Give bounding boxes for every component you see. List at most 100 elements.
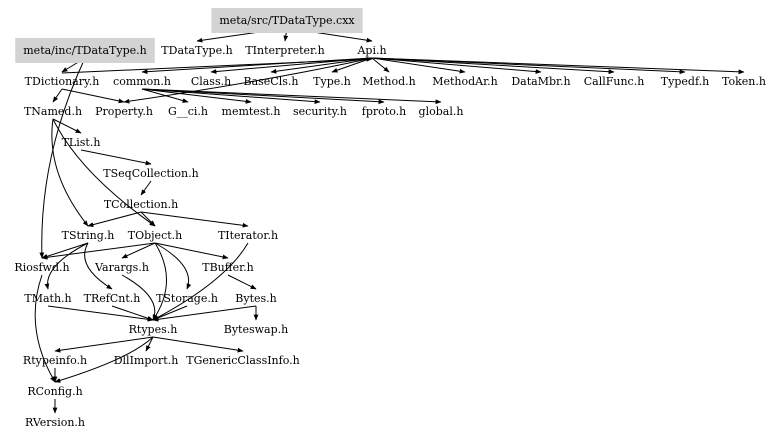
- node-gci[interactable]: G__ci.h: [168, 105, 208, 118]
- node-cxx[interactable]: meta/src/TDataType.cxx: [211, 8, 363, 33]
- node-dllimport[interactable]: DllImport.h: [114, 354, 179, 367]
- node-label: TList.h: [62, 136, 101, 149]
- node-trefcnt[interactable]: TRefCnt.h: [84, 292, 141, 305]
- node-label: security.h: [293, 105, 347, 118]
- edge-titer-rtypes: [152, 242, 249, 321]
- node-rversion[interactable]: RVersion.h: [25, 416, 85, 429]
- node-label: G__ci.h: [168, 105, 208, 118]
- edge-trefcnt-rtypes: [111, 305, 154, 321]
- node-tstorage[interactable]: TStorage.h: [156, 292, 218, 305]
- edge-tbuffer-bytes: [227, 274, 257, 290]
- edge-common-memtest: [141, 88, 252, 104]
- edge-api-methodar: [371, 57, 466, 74]
- node-label: Api.h: [356, 44, 386, 57]
- node-label: Riosfwd.h: [14, 261, 69, 274]
- edge-tcoll-tobject: [140, 211, 156, 227]
- node-label: common.h: [113, 75, 171, 88]
- node-tint[interactable]: TInterpreter.h: [245, 44, 324, 57]
- node-property[interactable]: Property.h: [95, 105, 153, 118]
- node-label: TBuffer.h: [202, 261, 253, 274]
- node-titer[interactable]: TIterator.h: [218, 229, 278, 242]
- node-fproto[interactable]: fproto.h: [362, 105, 406, 118]
- edge-api-token: [371, 57, 745, 75]
- node-tgci[interactable]: TGenericClassInfo.h: [186, 354, 299, 367]
- node-label: Bytes.h: [235, 292, 276, 305]
- node-rtypes[interactable]: Rtypes.h: [129, 323, 178, 336]
- node-methodar[interactable]: MethodAr.h: [432, 75, 498, 88]
- node-bytes[interactable]: Bytes.h: [235, 292, 276, 305]
- node-label: TDictionary.h: [25, 75, 100, 88]
- node-varargs[interactable]: Varargs.h: [94, 261, 149, 274]
- node-method[interactable]: Method.h: [362, 75, 416, 88]
- node-inc[interactable]: meta/inc/TDataType.h: [15, 38, 155, 63]
- node-tbuffer[interactable]: TBuffer.h: [202, 261, 253, 274]
- node-memtest[interactable]: memtest.h: [222, 105, 281, 118]
- node-common[interactable]: common.h: [113, 75, 171, 88]
- node-label: meta/inc/TDataType.h: [23, 44, 146, 57]
- node-global[interactable]: global.h: [419, 105, 464, 118]
- edge-rtypes-tgci: [152, 336, 244, 353]
- edge-bytes-rtypes: [152, 305, 257, 322]
- edge-tnamed-tlist: [52, 118, 82, 134]
- node-rconfig[interactable]: RConfig.h: [27, 385, 82, 398]
- node-tmath[interactable]: TMath.h: [24, 292, 71, 305]
- node-label: Varargs.h: [94, 261, 149, 274]
- node-label: TGenericClassInfo.h: [186, 354, 299, 367]
- node-token[interactable]: Token.h: [722, 75, 766, 88]
- node-class[interactable]: Class.h: [191, 75, 231, 88]
- node-tstring[interactable]: TString.h: [62, 229, 115, 242]
- node-label: TNamed.h: [24, 105, 82, 118]
- edge-common-gci: [141, 88, 189, 103]
- edge-tcoll-titer: [140, 211, 249, 228]
- node-label: Method.h: [362, 75, 416, 88]
- node-callfunc[interactable]: CallFunc.h: [584, 75, 645, 88]
- edge-rtypes-rtypeinfo: [54, 336, 154, 353]
- node-label: RConfig.h: [27, 385, 82, 398]
- edge-riosfwd-rconfig: [34, 274, 56, 383]
- edge-tnamed-tstring: [51, 118, 89, 227]
- node-type[interactable]: Type.h: [313, 75, 351, 88]
- edge-tstring-riosfwd: [41, 242, 89, 259]
- node-label: Byteswap.h: [224, 323, 288, 336]
- node-label: TInterpreter.h: [245, 44, 324, 57]
- node-label: Class.h: [191, 75, 231, 88]
- edge-tdict-tnamed: [52, 88, 63, 103]
- edge-rtypes-rconfig: [54, 336, 154, 383]
- node-byteswap[interactable]: Byteswap.h: [224, 323, 288, 336]
- node-label: meta/src/TDataType.cxx: [219, 14, 355, 27]
- node-label: Type.h: [313, 75, 351, 88]
- node-basecls[interactable]: BaseCls.h: [244, 75, 299, 88]
- edge-tdict-property: [61, 88, 125, 104]
- node-tnamed[interactable]: TNamed.h: [24, 105, 82, 118]
- node-datambr[interactable]: DataMbr.h: [511, 75, 570, 88]
- edge-tcoll-tstring: [87, 211, 142, 227]
- node-api[interactable]: Api.h: [356, 44, 386, 57]
- edge-api-method: [371, 57, 390, 73]
- node-riosfwd[interactable]: Riosfwd.h: [14, 261, 69, 274]
- node-tcoll[interactable]: TCollection.h: [104, 198, 178, 211]
- node-label: BaseCls.h: [244, 75, 299, 88]
- edge-api-class: [210, 57, 373, 74]
- edge-tnamed-tobject: [52, 118, 156, 227]
- node-security[interactable]: security.h: [293, 105, 347, 118]
- node-tlist[interactable]: TList.h: [62, 136, 101, 149]
- node-label: TCollection.h: [104, 198, 178, 211]
- node-label: TStorage.h: [156, 292, 218, 305]
- edge-tobject-tstorage: [154, 242, 192, 290]
- node-label: TMath.h: [24, 292, 71, 305]
- node-label: Token.h: [722, 75, 766, 88]
- node-tseq[interactable]: TSeqCollection.h: [103, 167, 198, 180]
- node-tdt[interactable]: TDataType.h: [161, 44, 232, 57]
- node-label: CallFunc.h: [584, 75, 645, 88]
- edge-tobject-rtypes: [152, 242, 167, 321]
- node-label: DataMbr.h: [511, 75, 570, 88]
- node-rtypeinfo[interactable]: Rtypeinfo.h: [23, 354, 87, 367]
- node-label: TObject.h: [128, 229, 182, 242]
- node-box: [15, 38, 155, 63]
- edge-inc-riosfwd: [39, 57, 86, 259]
- node-typedf[interactable]: Typedf.h: [661, 75, 709, 88]
- node-tdict[interactable]: TDictionary.h: [25, 75, 100, 88]
- edge-api-datambr: [371, 57, 542, 74]
- node-tobject[interactable]: TObject.h: [128, 229, 182, 242]
